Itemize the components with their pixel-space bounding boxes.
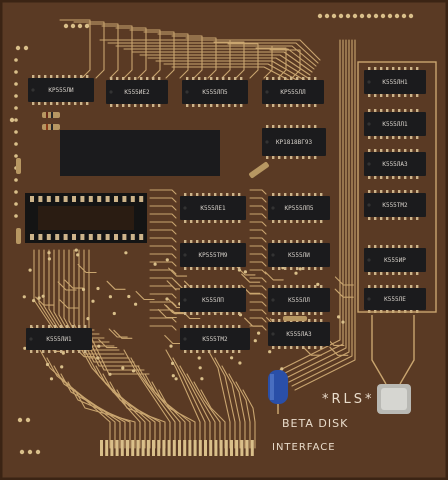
chip-u4: КР555ЛЛ — [262, 77, 324, 107]
chip-label: К555ЛЛ — [288, 297, 310, 304]
rom-socket — [25, 193, 147, 243]
chip-u14: К555ЛИ1 — [26, 325, 92, 353]
title-silkscreen-line2: INTERFACE — [272, 442, 336, 453]
chip-label: К555ЛЛ1 — [382, 121, 408, 128]
crystal-oscillator — [371, 315, 415, 414]
chip-label: К555ЛЕ1 — [200, 205, 226, 212]
chip-label: К555ЛЕ — [384, 296, 406, 303]
chip-label: К555ИР — [384, 257, 406, 264]
chip-label: К555ЛА3 — [286, 331, 312, 338]
chip-u18: К555ТМ2 — [364, 190, 426, 220]
chip-label: КР555ЛИ — [48, 87, 74, 94]
chip-u3: К555ЛП5 — [182, 77, 248, 107]
chip-u2: К555ИЕ2 — [106, 77, 168, 107]
capacitor — [268, 370, 288, 414]
right-connector-frame — [357, 61, 437, 313]
chip-u19: К555ИР — [364, 245, 426, 275]
chip-u9: К555ЛИ — [268, 240, 330, 270]
chip-label: К555ЛП — [202, 297, 224, 304]
chip-label: КР555ЛЛ — [280, 89, 306, 96]
resistor-1 — [42, 112, 60, 118]
chip-label: К555ЛН1 — [382, 79, 408, 86]
resistor-6 — [283, 316, 307, 321]
chip-u1: КР555ЛИ — [28, 75, 94, 105]
chip-u11: К555ЛЛ — [268, 285, 330, 315]
chip-label: КР555ТМ9 — [199, 252, 228, 259]
chip-u15: К555ЛН1 — [364, 67, 426, 97]
main-controller-chip — [60, 130, 220, 176]
chip-label: КР555ЛП5 — [285, 205, 314, 212]
chip-u13: К555ЛА3 — [268, 319, 330, 349]
chip-u12: К555ТМ2 — [180, 325, 250, 353]
chip-u17: К555ЛА3 — [364, 149, 426, 179]
chip-u16: К555ЛЛ1 — [364, 109, 426, 139]
chip-label: К555ЛИ1 — [46, 336, 72, 343]
chip-label: К555ТМ2 — [202, 336, 228, 343]
brand-silkscreen: *RLS* — [322, 392, 375, 407]
chip-label: К555ЛА3 — [382, 161, 408, 168]
chip-label: К555ИЕ2 — [124, 89, 150, 96]
edge-connector — [100, 440, 254, 456]
chip-u5: КР1818ВГ93 — [262, 125, 326, 159]
resistor-4 — [16, 158, 21, 174]
chip-label: К555ТМ2 — [382, 202, 408, 209]
resistor-2 — [42, 124, 60, 130]
chip-label: КР1818ВГ93 — [276, 139, 313, 146]
chip-u7: КР555ЛП5 — [268, 193, 330, 223]
chip-u10: К555ЛП — [180, 285, 246, 315]
chip-u20: К555ЛЕ — [364, 285, 426, 313]
chip-u8: КР555ТМ9 — [180, 240, 246, 270]
resistor-5 — [16, 228, 21, 244]
chip-label: К555ЛИ — [288, 252, 310, 259]
resistor-3 — [249, 162, 269, 178]
chip-u6: К555ЛЕ1 — [180, 193, 246, 223]
chip-label: К555ЛП5 — [202, 89, 228, 96]
title-silkscreen-line1: BETA DISK — [282, 417, 349, 430]
